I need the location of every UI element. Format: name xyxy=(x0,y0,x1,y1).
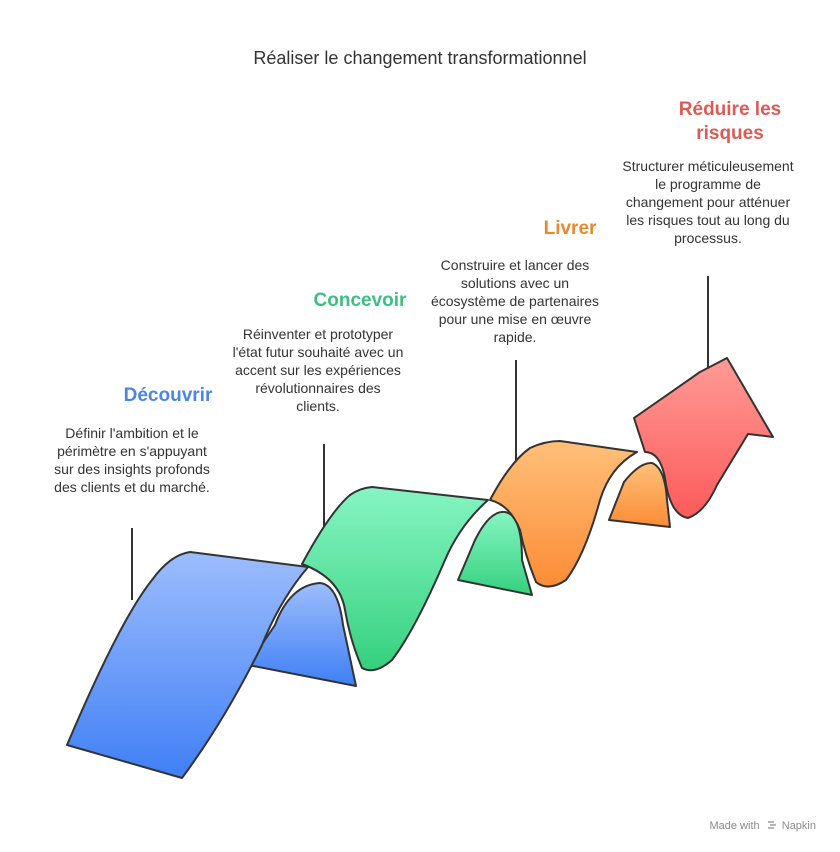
stage-title-concevoir: Concevoir xyxy=(313,290,407,311)
stage-title-reduire: Réduire les risques xyxy=(678,99,782,144)
watermark-prefix: Made with xyxy=(709,820,760,832)
stage-title-livrer: Livrer xyxy=(543,218,597,239)
napkin-logo-icon xyxy=(767,821,776,829)
step-shape-reduire xyxy=(633,357,774,519)
made-with-napkin-watermark: Made with Napkin xyxy=(709,820,816,832)
stage-title-decouvrir: Découvrir xyxy=(123,385,213,406)
step-shape-tail-decouvrir xyxy=(247,582,357,687)
stage-description-livrer: Construire et lancer des solutions avec … xyxy=(430,257,600,345)
step-shape-tail-livrer xyxy=(608,461,671,528)
stage-description-decouvrir: Définir l'ambition et le périmètre en s'… xyxy=(54,425,210,495)
step-shape-concevoir xyxy=(301,486,489,672)
stage-description-reduire: Structurer méticuleusement le programme … xyxy=(622,158,794,246)
step-shape-decouvrir xyxy=(66,551,309,779)
step-shape-livrer xyxy=(489,440,638,588)
stage-description-concevoir: Réinventer et prototyper l'état futur so… xyxy=(232,326,404,414)
watermark-brand: Napkin xyxy=(781,820,816,832)
diagram-title: Réaliser le changement transformationnel xyxy=(253,48,587,68)
step-shape-tail-concevoir xyxy=(457,510,533,596)
